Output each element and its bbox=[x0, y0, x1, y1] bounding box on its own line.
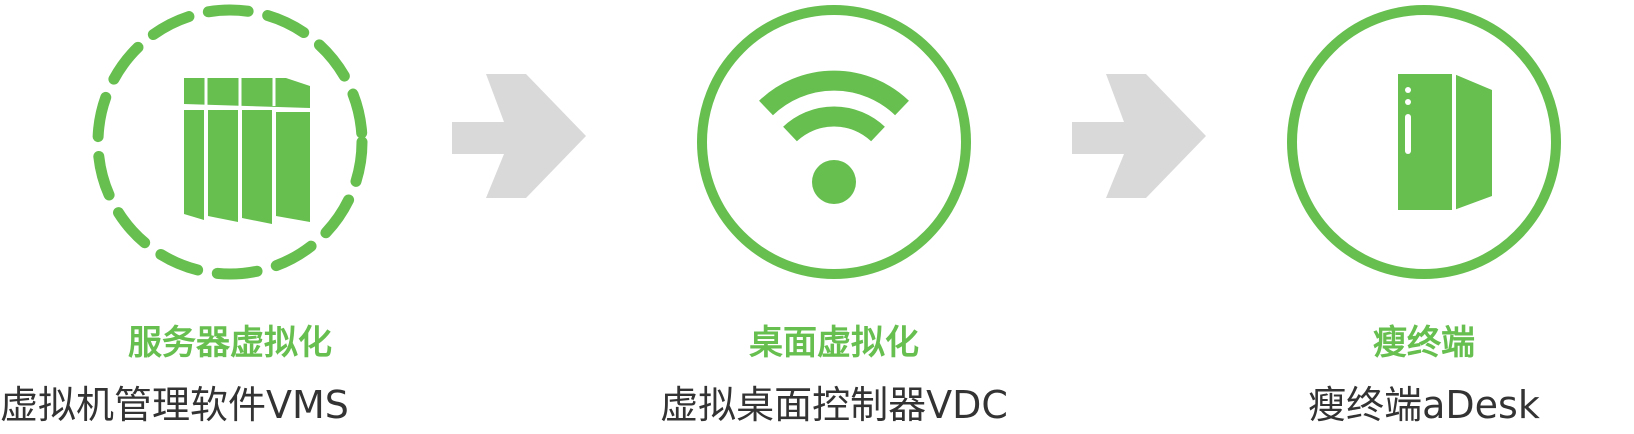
solid-circle bbox=[1274, 0, 1574, 300]
arrow-right-icon bbox=[452, 74, 586, 198]
solid-circle bbox=[684, 0, 984, 300]
step-title: 服务器虚拟化 bbox=[128, 323, 332, 363]
step-subtitle: 虚拟桌面控制器VDC bbox=[660, 383, 1008, 427]
step-labels-2: 桌面虚拟化 虚拟桌面控制器VDC bbox=[624, 0, 1044, 434]
step-subtitle: 虚拟机管理软件VMS bbox=[0, 383, 349, 427]
step-labels-3: 瘦终端 瘦终端aDesk bbox=[1214, 0, 1634, 434]
step-subtitle: 瘦终端aDesk bbox=[1308, 383, 1540, 427]
flow-arrow-2 bbox=[1072, 74, 1208, 198]
step-thin-client bbox=[1214, 0, 1634, 434]
step-labels-1: 服务器虚拟化 虚拟机管理软件VMS bbox=[0, 0, 440, 434]
step-title: 瘦终端 bbox=[1373, 323, 1475, 363]
server-rack-icon bbox=[184, 78, 310, 224]
flow-arrow-1 bbox=[452, 74, 588, 198]
arrow-right-icon bbox=[1072, 74, 1206, 198]
wifi-icon bbox=[759, 70, 909, 204]
step-title: 桌面虚拟化 bbox=[749, 323, 919, 363]
dashed-circle bbox=[80, 0, 380, 300]
thin-client-icon bbox=[1398, 74, 1492, 210]
step-desktop-virtualization bbox=[624, 0, 1044, 434]
step-server-virtualization bbox=[20, 0, 440, 434]
